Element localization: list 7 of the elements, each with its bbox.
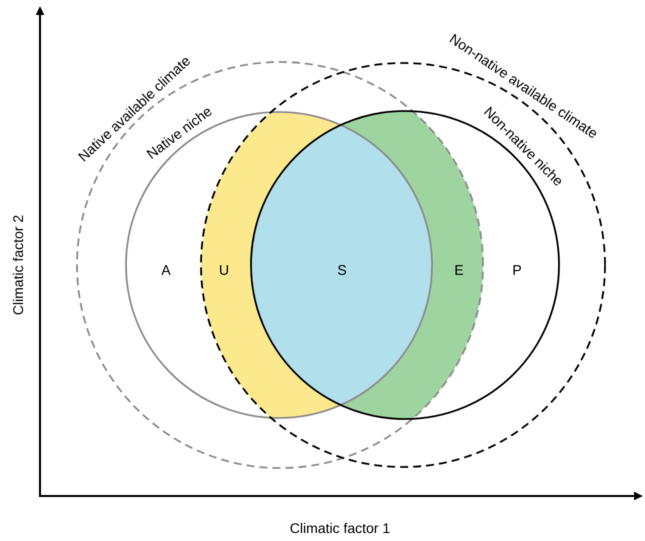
axis-title: Climatic factor 1 <box>290 522 390 534</box>
region-letter: A <box>161 265 171 275</box>
region-letter: P <box>513 265 521 275</box>
region-letter: U <box>220 265 228 275</box>
region-letter: S <box>338 265 346 275</box>
axis-title: Climatic factor 2 <box>12 216 24 314</box>
region-letter: E <box>455 265 464 275</box>
